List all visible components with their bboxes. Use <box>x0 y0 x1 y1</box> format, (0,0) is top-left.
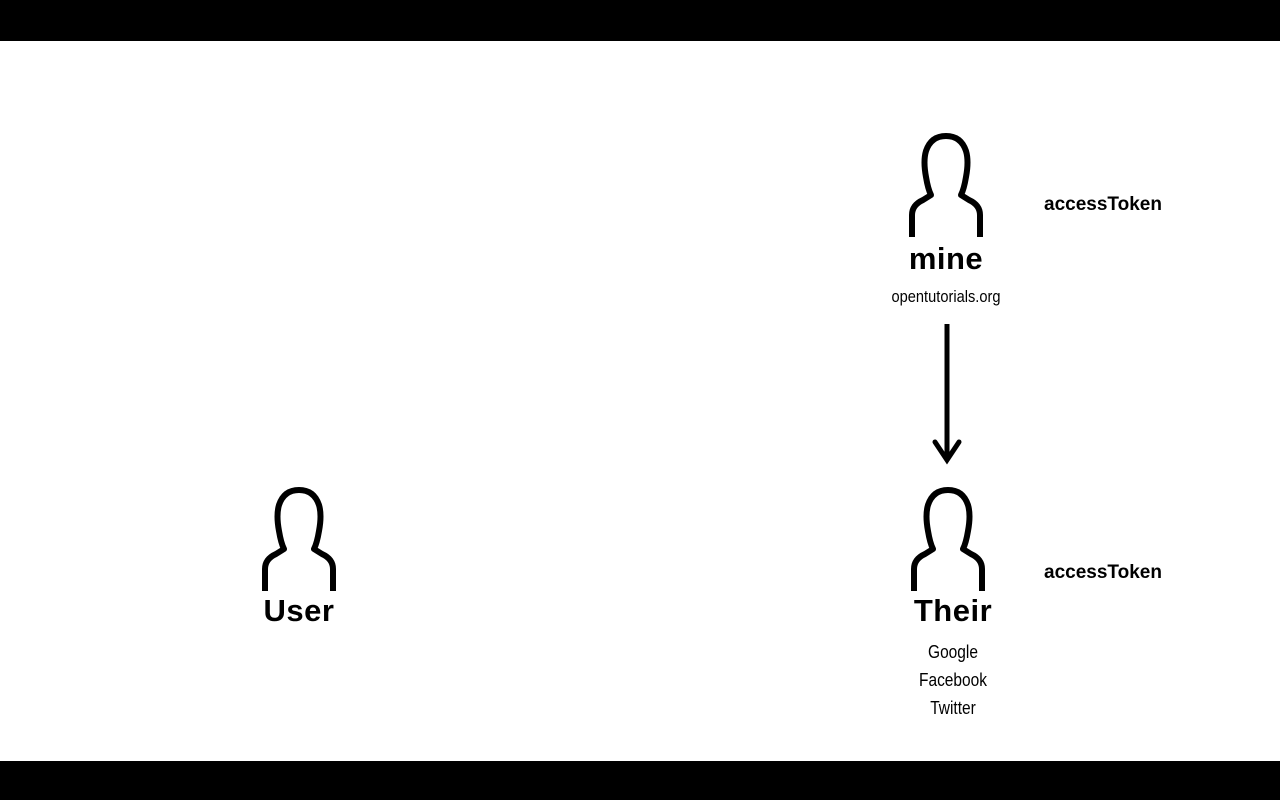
their-provider-list: Google Facebook Twitter <box>901 638 1004 722</box>
slide-canvas: User mine opentutorials.org accessToken … <box>0 41 1280 761</box>
mine-subtitle: opentutorials.org <box>891 287 1001 306</box>
provider-facebook: Facebook <box>919 670 987 690</box>
user-person-icon <box>262 487 336 591</box>
mine-label: mine <box>908 241 984 276</box>
arrow-down-icon <box>932 324 962 465</box>
provider-twitter: Twitter <box>930 698 976 718</box>
mine-access-token: accessToken <box>1044 194 1162 215</box>
their-label: Their <box>913 593 993 628</box>
mine-person-icon <box>909 133 983 237</box>
letterbox-top <box>0 0 1280 41</box>
provider-google: Google <box>928 642 978 662</box>
their-access-token: accessToken <box>1044 562 1162 583</box>
letterbox-bottom <box>0 761 1280 800</box>
user-label: User <box>263 593 335 628</box>
their-person-icon <box>911 487 985 591</box>
